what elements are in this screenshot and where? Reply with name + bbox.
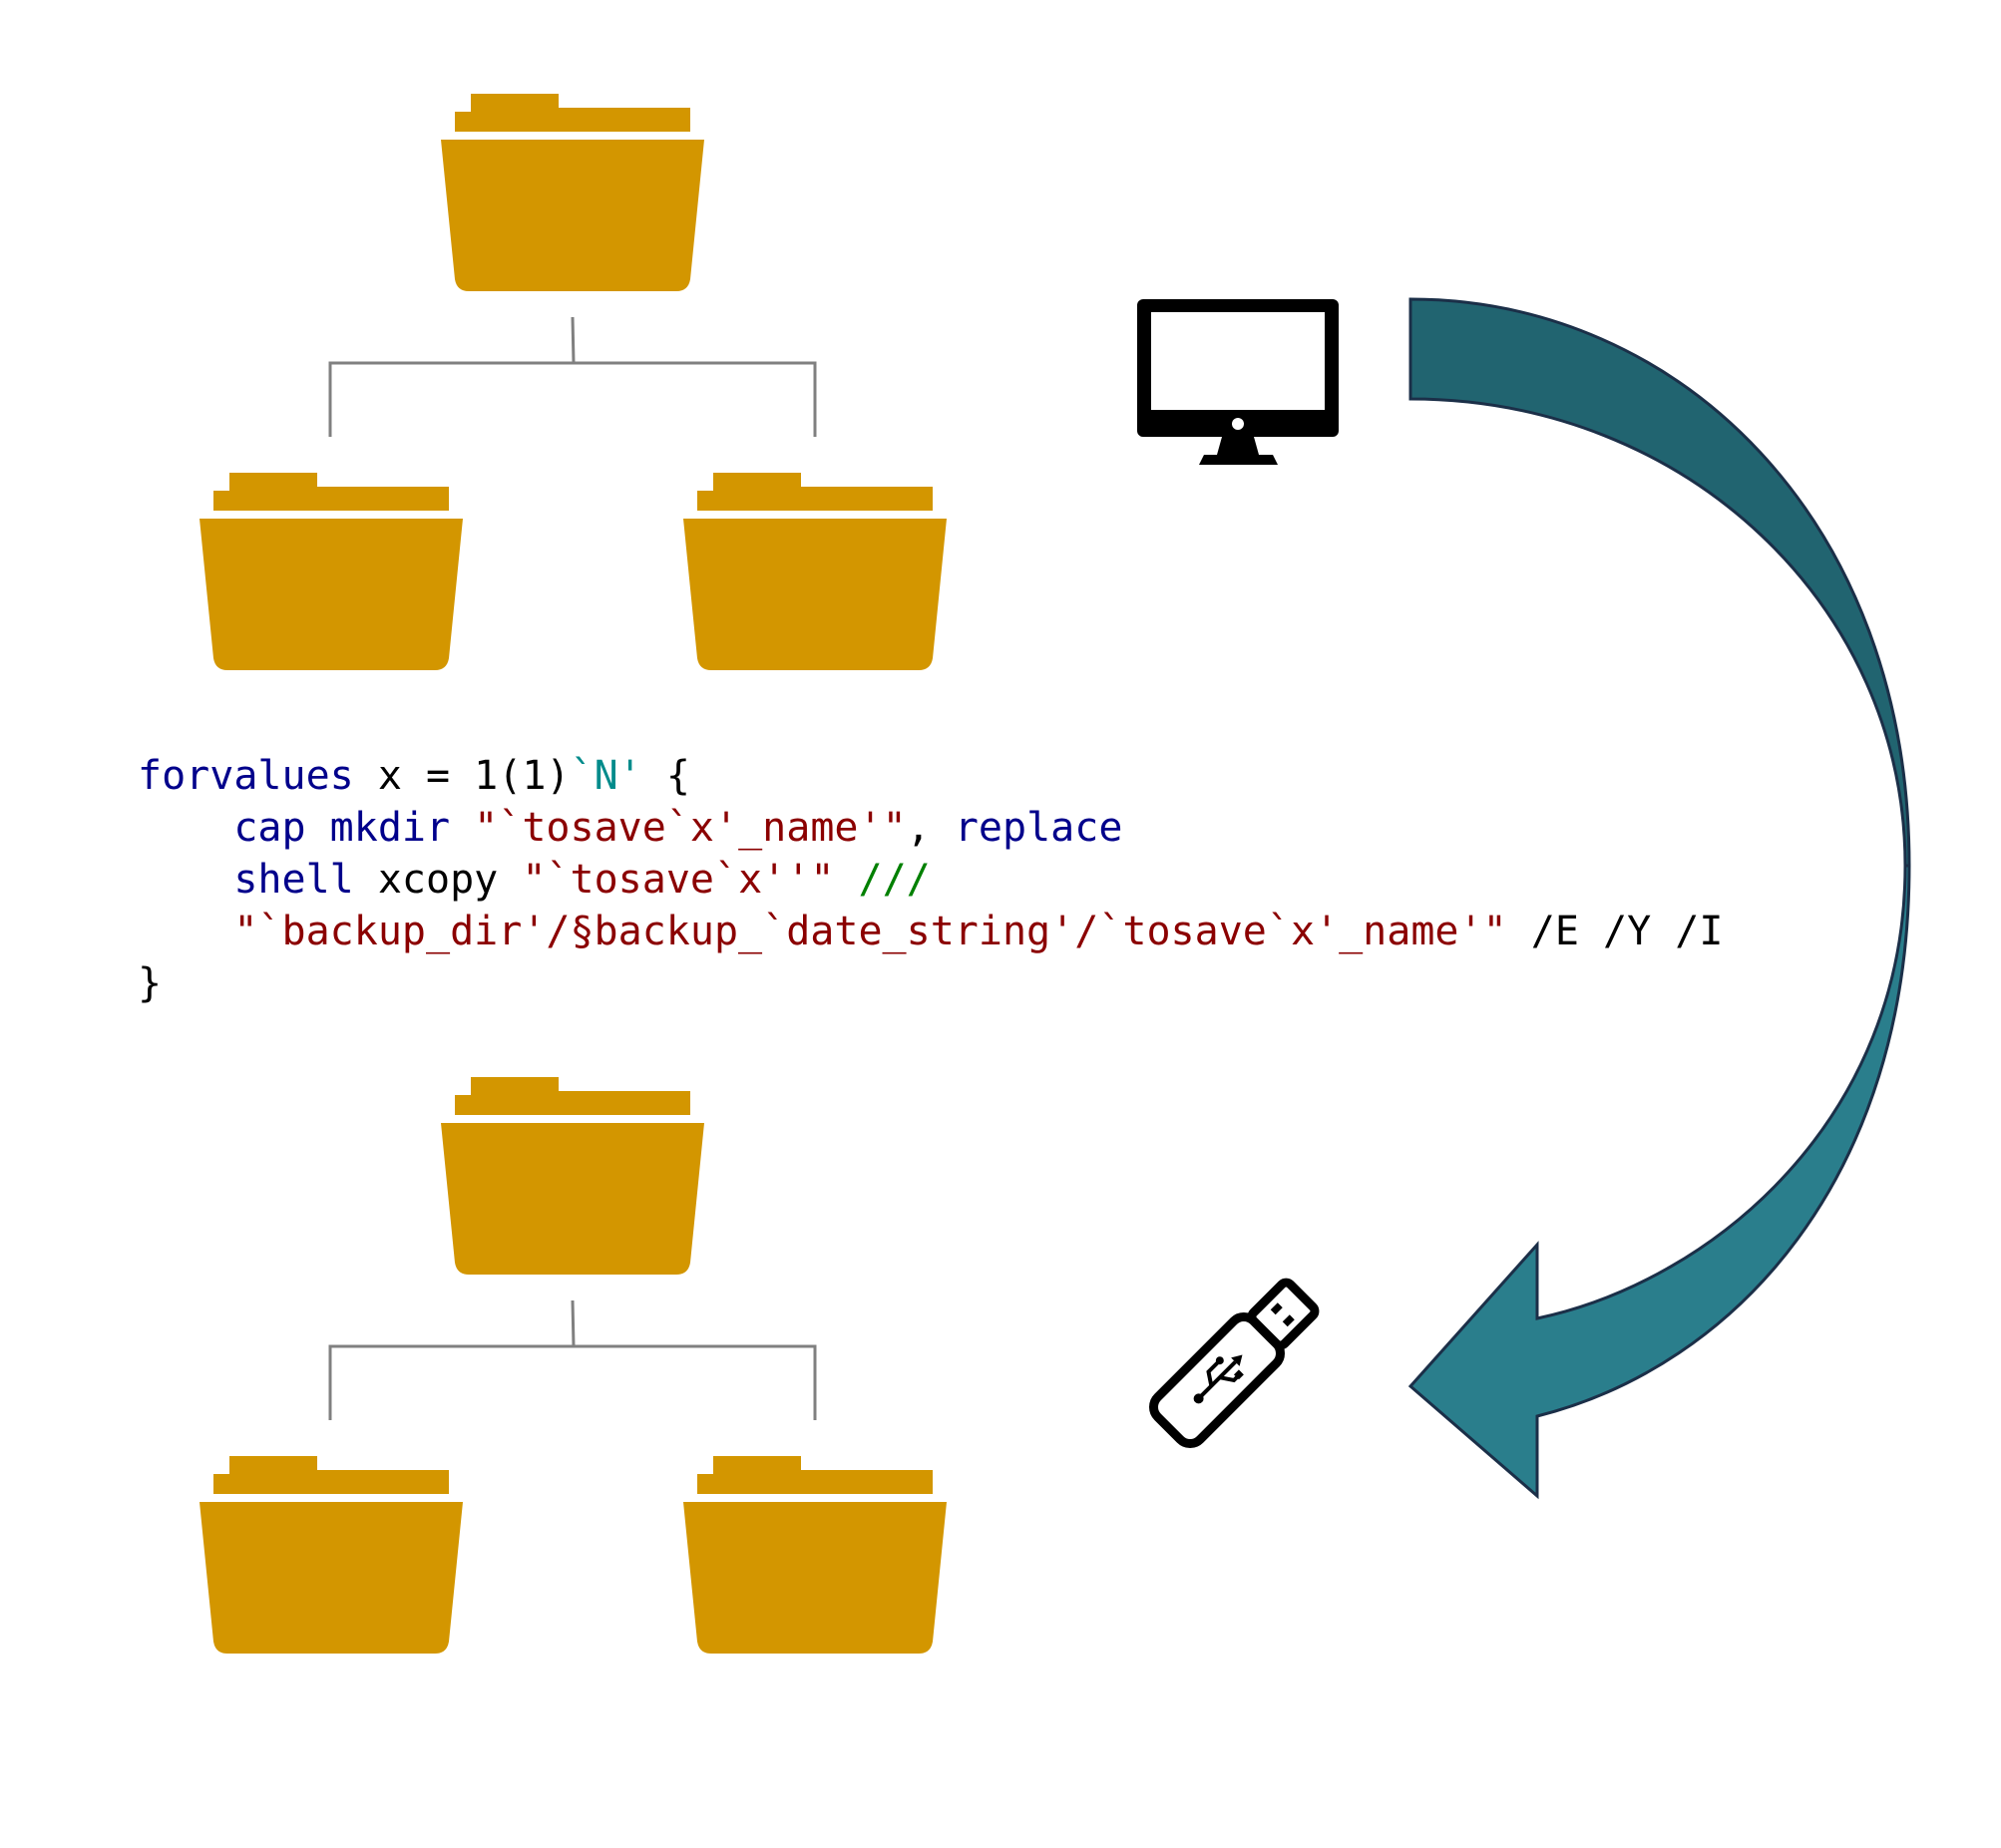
stata-code-block: forvalues x = 1(1)`N' { cap mkdir "`tosa… xyxy=(138,750,1723,1009)
connector-trunk xyxy=(571,1299,576,1347)
code-token-plain: xcopy xyxy=(353,857,523,903)
connector-trunk xyxy=(571,316,576,364)
code-token-keyword: shell xyxy=(233,857,354,903)
code-line: forvalues x = 1(1)`N' { xyxy=(138,750,1723,802)
backup-folder-tree xyxy=(200,1077,947,1654)
source-folder-tree xyxy=(200,94,947,670)
connector-branch xyxy=(328,361,817,437)
code-token-string: "`tosave`x''" xyxy=(522,857,835,903)
folder-icon xyxy=(683,1456,947,1654)
code-token-plain xyxy=(138,857,233,903)
code-token-plain: x = 1(1) xyxy=(353,753,571,799)
code-token-keyword: forvalues xyxy=(138,753,354,799)
computer-monitor-icon xyxy=(1137,299,1339,465)
code-line: } xyxy=(138,957,1723,1009)
tree-connectors xyxy=(328,1299,817,1420)
folder-icon xyxy=(441,94,704,291)
code-token-comment: /// xyxy=(858,857,931,903)
code-line: shell xcopy "`tosave`x''" /// xyxy=(138,854,1723,906)
tree-connectors xyxy=(328,316,817,437)
arrow-lower-body xyxy=(1407,864,1911,1500)
code-token-plain: /E /Y /I xyxy=(1506,909,1724,954)
code-token-plain xyxy=(138,805,233,851)
code-token-plain xyxy=(450,805,474,851)
usb-drive-icon xyxy=(1149,1278,1320,1448)
code-token-string: "`tosave`x'_name'" xyxy=(474,805,907,851)
folder-icon xyxy=(441,1077,704,1275)
code-token-plain: , xyxy=(906,805,955,851)
code-line: cap mkdir "`tosave`x'_name'", replace xyxy=(138,802,1723,854)
code-token-macro: `N' xyxy=(570,753,642,799)
folder-icon xyxy=(200,1456,463,1654)
code-token-keyword: replace xyxy=(954,805,1123,851)
code-token-string: "`backup_dir'/§backup_`date_string'/`tos… xyxy=(233,909,1507,954)
folder-icon xyxy=(200,473,463,670)
folder-icon xyxy=(683,473,947,670)
code-line: "`backup_dir'/§backup_`date_string'/`tos… xyxy=(138,906,1723,957)
code-token-plain: { xyxy=(641,753,690,799)
code-token-plain xyxy=(834,857,858,903)
connector-branch xyxy=(328,1344,817,1420)
code-token-plain: } xyxy=(138,960,163,1006)
curved-arrow xyxy=(1407,297,1911,1500)
code-token-plain xyxy=(138,909,233,954)
code-token-keyword: cap mkdir xyxy=(233,805,451,851)
